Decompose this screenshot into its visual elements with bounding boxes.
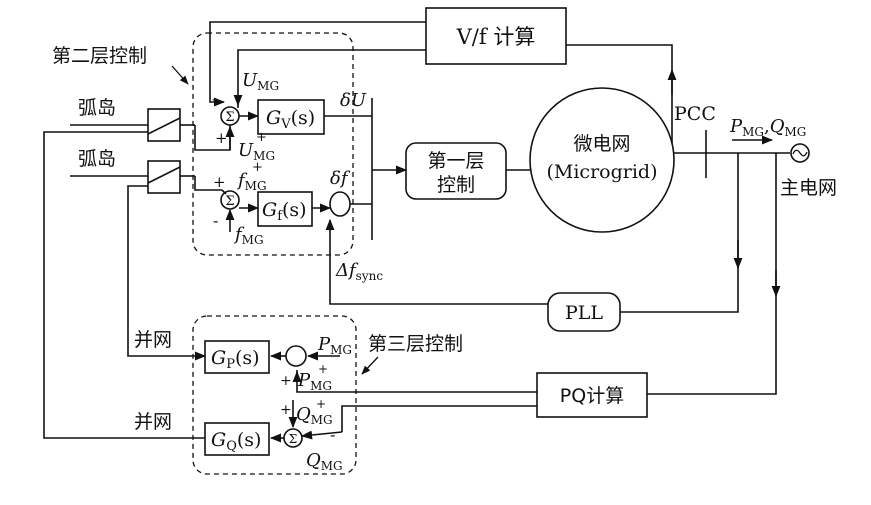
svg-text:+: + — [280, 402, 292, 418]
gq-block — [204, 422, 270, 456]
pq-calc-label: PQ计算 — [560, 385, 624, 407]
u-mg-ref-label: UMG — [238, 140, 275, 163]
gp-block — [204, 340, 270, 374]
pq-out-label: PMG,QMG — [729, 116, 806, 139]
vf-calc-label: V/f 计算 — [456, 25, 536, 49]
island-switch-2 — [147, 160, 181, 194]
delta-f-label: δf — [330, 168, 351, 189]
svg-text:+: + — [252, 160, 263, 175]
q-mg-label: QMG — [306, 450, 343, 473]
gq-label: GQ(s) — [211, 429, 261, 454]
svg-text:Σ: Σ — [289, 432, 297, 446]
u-mg-label: UMG — [242, 70, 279, 93]
pll-block — [547, 292, 621, 332]
svg-text:Σ: Σ — [225, 110, 234, 125]
gf-label: Gf(s) — [262, 199, 307, 224]
svg-text:+: + — [215, 129, 228, 147]
pll-label: PLL — [565, 302, 603, 324]
island-switch-1 — [147, 108, 181, 142]
island-label-1: 弧岛 — [78, 97, 116, 119]
primary-control-label-1: 第一层 — [427, 150, 484, 172]
secondary-control-label: 第二层控制 — [52, 45, 147, 67]
tertiary-control-label: 第三层控制 — [368, 333, 463, 355]
grid-connect-label-2: 并网 — [134, 411, 172, 433]
island-label-2: 弧岛 — [78, 148, 116, 170]
svg-text:-: - — [212, 89, 217, 108]
sum-frequency-sync — [329, 191, 351, 217]
vf-calc-block — [425, 7, 567, 65]
gf-block — [257, 191, 313, 227]
primary-control-block — [405, 142, 507, 200]
pq-calc-block — [536, 372, 648, 418]
delta-u-label: δU — [340, 90, 367, 111]
svg-text:+: + — [256, 130, 267, 145]
microgrid-label-en: (Microgrid) — [546, 161, 657, 183]
q-mg-ref-label: QMG — [296, 404, 333, 427]
gp-label: GP(s) — [211, 347, 260, 372]
gv-block — [257, 99, 325, 135]
delta-f-sync-label: Δfsync — [335, 260, 383, 283]
grid-connect-label-1: 并网 — [134, 329, 172, 351]
svg-text:+: + — [316, 397, 326, 411]
sum-p — [285, 345, 307, 367]
tertiary-control-group — [192, 315, 357, 475]
secondary-control-group — [192, 32, 354, 256]
p-mg-label: PMG — [317, 334, 352, 357]
pcc-label: PCC — [674, 103, 716, 125]
microgrid-label-cn: 微电网 — [573, 133, 630, 155]
svg-text:+: + — [280, 373, 292, 389]
svg-text:-: - — [213, 211, 218, 230]
primary-control-label-2: 控制 — [437, 174, 475, 196]
gv-label: GV(s) — [266, 107, 315, 132]
svg-text:Σ: Σ — [225, 194, 234, 209]
svg-text:+: + — [318, 362, 328, 376]
main-grid-label: 主电网 — [780, 177, 837, 199]
svg-text:-: - — [330, 425, 335, 444]
microgrid-node — [529, 87, 675, 233]
f-mg-label: fMG — [233, 224, 264, 247]
svg-text:+: + — [213, 173, 226, 191]
p-mg-ref-label: PMG — [297, 370, 332, 393]
